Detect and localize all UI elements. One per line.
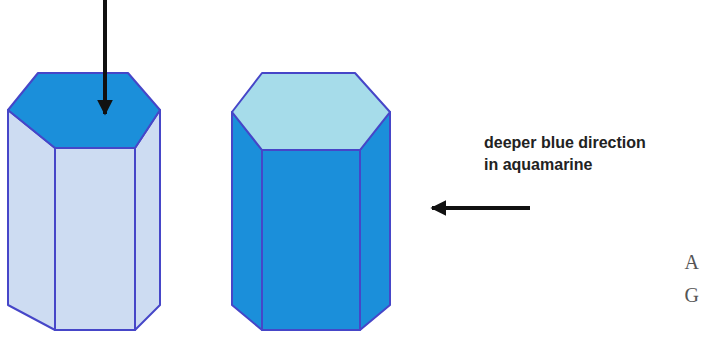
down-arrow: [103, 0, 107, 114]
edge-letter: G: [685, 284, 699, 306]
left-prism: [8, 73, 160, 330]
left-arrow: [432, 206, 530, 210]
edge-letter: A: [685, 251, 699, 273]
right-prism: [232, 73, 390, 330]
callout-label: deeper blue direction in aquamarine: [484, 132, 656, 176]
